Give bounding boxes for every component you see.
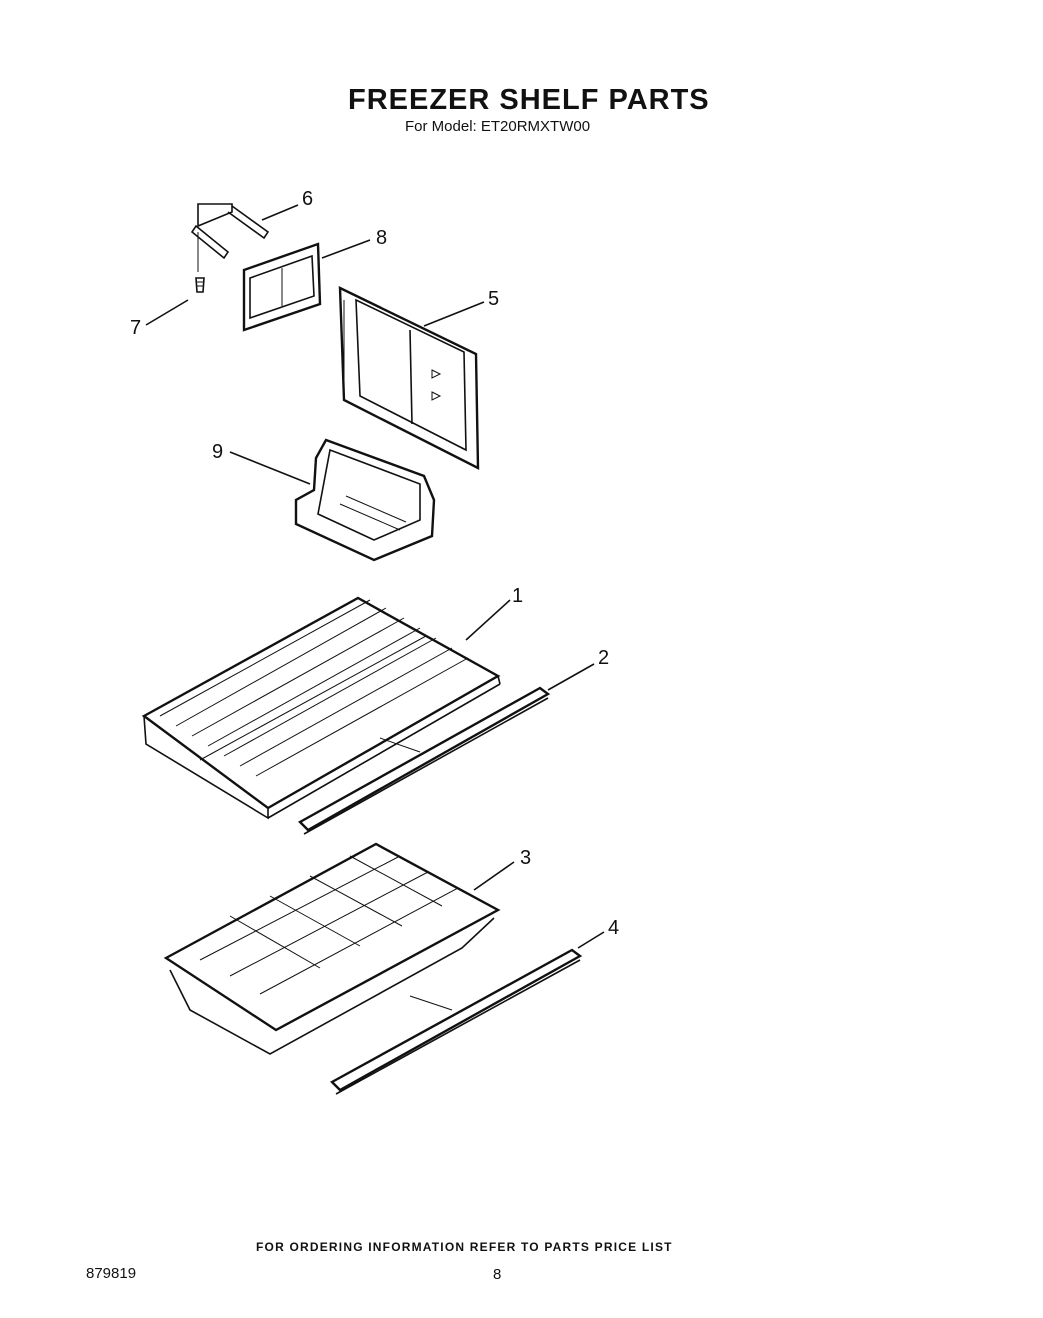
part-1-wire-shelf: [141, 596, 501, 820]
callout-8: 8: [376, 227, 387, 249]
part-6-bracket: [190, 203, 270, 272]
part-3-wire-basket: [163, 842, 501, 1055]
model-subtitle: For Model: ET20RMXTW00: [405, 118, 591, 135]
callout-7: 7: [130, 317, 141, 339]
page-number: 8: [493, 1266, 502, 1283]
part-7-screw: [195, 277, 205, 293]
part-8-panel: [242, 242, 322, 332]
callout-5: 5: [488, 288, 499, 310]
page-title: FREEZER SHELF PARTS: [348, 84, 710, 116]
part-5-divider-frame: [338, 286, 480, 470]
document-number: 879819: [86, 1265, 137, 1282]
ordering-note: FOR ORDERING INFORMATION REFER TO PARTS …: [256, 1240, 673, 1254]
callout-4: 4: [608, 917, 619, 939]
callout-3: 3: [520, 847, 531, 869]
part-2-rail: [298, 686, 551, 835]
callout-9: 9: [212, 441, 223, 463]
leader-lines: [145, 204, 605, 949]
part-4-rail: [330, 948, 583, 1095]
part-9-bin: [294, 438, 436, 562]
callout-2: 2: [598, 647, 609, 669]
callout-6: 6: [302, 188, 313, 210]
callout-1: 1: [512, 585, 523, 607]
